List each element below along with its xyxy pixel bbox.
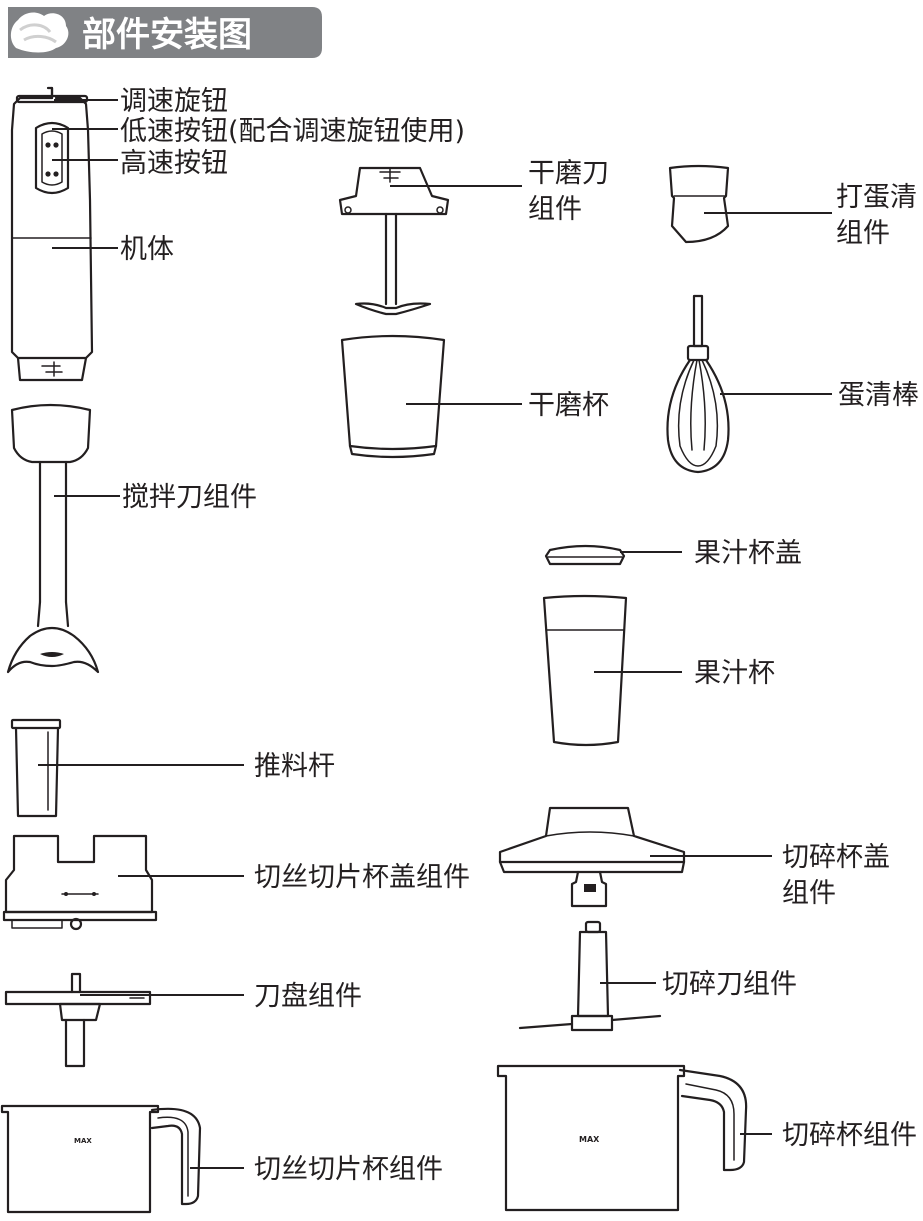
label-slicer-lid: 切丝切片杯盖组件	[254, 862, 470, 893]
chopper-lid-drawing	[498, 806, 686, 908]
part-labels: 调速旋钮 低速按钮(配合调速旋钮使用) 高速按钮 机体 搅拌刀组件 推料杆 切丝…	[120, 86, 919, 1185]
slicer-lid-drawing	[2, 834, 158, 931]
label-juice-lid: 果汁杯盖	[694, 538, 802, 569]
label-grinder-cup: 干磨杯	[528, 390, 609, 421]
blender-blade-drawing	[6, 403, 100, 674]
label-grinder-blade-line1: 干磨刀	[528, 158, 609, 189]
label-slicer-cup: 切丝切片杯组件	[254, 1154, 443, 1185]
label-juice-cup: 果汁杯	[694, 658, 775, 689]
slicer-cup-max-mark: MAX	[74, 1137, 92, 1145]
main-body-drawing	[10, 86, 94, 382]
label-speed-knob: 调速旋钮	[120, 86, 228, 117]
chopper-blade-drawing	[518, 920, 662, 1032]
label-blade-disc: 刀盘组件	[254, 981, 362, 1012]
page-title: 部件安装图	[82, 15, 252, 55]
label-main-body: 机体	[120, 234, 174, 265]
slicer-cup-drawing: MAX	[0, 1104, 202, 1214]
chopper-bowl-max-mark: MAX	[579, 1135, 600, 1144]
label-whisk-adapter-line1: 打蛋清	[836, 182, 917, 213]
label-chopper-lid-line1: 切碎杯盖	[782, 842, 890, 873]
label-high-speed-button: 高速按钮	[120, 148, 228, 179]
label-chopper-blade: 切碎刀组件	[662, 969, 797, 1000]
title-banner: 部件安装图	[8, 7, 322, 58]
pusher-drawing	[10, 718, 62, 818]
label-low-speed-button: 低速按钮(配合调速旋钮使用)	[120, 116, 465, 147]
blade-disc-drawing	[4, 972, 152, 1068]
chopper-bowl-drawing: MAX	[496, 1064, 748, 1212]
whisk-drawing	[666, 294, 730, 474]
label-whisk-adapter-line2: 组件	[836, 218, 890, 249]
label-grinder-blade-line2: 组件	[528, 194, 582, 225]
label-pusher: 推料杆	[254, 751, 335, 782]
grinder-cup-drawing	[340, 334, 446, 459]
label-whisk: 蛋清棒	[838, 380, 919, 411]
label-chopper-bowl: 切碎杯组件	[782, 1120, 917, 1151]
label-chopper-lid-line2: 组件	[782, 878, 836, 909]
label-blender-blade: 搅拌刀组件	[122, 482, 257, 513]
grinder-blade-drawing	[338, 166, 450, 316]
juice-lid-drawing	[544, 544, 626, 566]
juice-cup-drawing	[542, 594, 628, 747]
leader-lines	[38, 99, 832, 1169]
whisk-adapter-drawing	[668, 164, 730, 244]
